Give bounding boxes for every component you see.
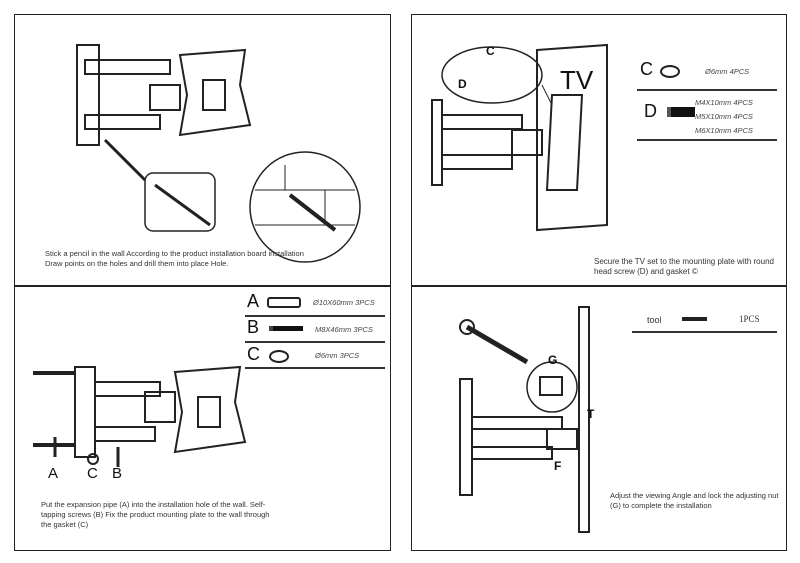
part-b-letter: B (247, 317, 260, 337)
washer-icon (269, 350, 289, 363)
part-a-letter: A (247, 291, 260, 311)
part-d-spec-3: M6X10mm 4PCS (695, 126, 753, 135)
part-d-letter: D (644, 101, 657, 121)
step1-panel: Stick a pencil in the wall According to … (14, 14, 391, 286)
divider (637, 139, 777, 141)
step4-instructions: Adjust the viewing Angle and lock the ad… (610, 491, 779, 510)
bottom-label-b: B (112, 465, 123, 482)
step4-panel: G T F tool 1PCS Adjust the viewing Angle… (411, 286, 787, 551)
wall-plate-illustration (33, 365, 247, 467)
callout-c: C (486, 44, 495, 58)
bottom-label-c: C (87, 465, 98, 482)
callout-d: D (458, 77, 467, 91)
anchor-icon (267, 297, 301, 308)
divider (245, 367, 385, 369)
divider (632, 331, 777, 333)
tv-label: TV (560, 65, 594, 95)
step3-panel: A C B A Ø10X60mm 3PCS B M8X46mm 3PCS C Ø… (14, 286, 391, 551)
divider (245, 341, 385, 343)
screw-icon (269, 326, 303, 331)
divider (245, 315, 385, 317)
part-d-spec-1: M4X10mm 4PCS (695, 98, 753, 107)
part-c-letter: C (640, 59, 653, 79)
part-a-spec: Ø10X60mm 3PCS (313, 298, 375, 307)
part-c-spec: Ø6mm 4PCS (705, 67, 750, 76)
divider (637, 89, 777, 91)
callout-f: F (554, 459, 562, 473)
step2-instructions: Secure the TV set to the mounting plate … (594, 257, 774, 276)
wall-marking-illustration (76, 44, 361, 263)
tool-quantity: 1PCS (739, 314, 760, 324)
step3-instructions: Put the expansion pipe (A) into the inst… (41, 500, 270, 529)
angle-adjust-illustration (459, 306, 707, 533)
callout-g: G (548, 353, 558, 367)
step2-panel: TV C D C Ø6mm 4PCS D M4X10mm 4PCS M5X10m… (411, 14, 787, 286)
part-d-spec-2: M5X10mm 4PCS (695, 112, 753, 121)
part-c-letter: C (247, 344, 260, 364)
part-c-spec: Ø6mm 3PCS (315, 351, 360, 360)
callout-t: T (587, 407, 595, 421)
screw-icon (667, 107, 695, 117)
step1-instructions: Stick a pencil in the wall According to … (45, 249, 304, 268)
bottom-label-a: A (48, 465, 59, 482)
tv-mounting-illustration (431, 43, 608, 232)
washer-icon (660, 65, 680, 78)
tool-label: tool (647, 315, 662, 325)
part-b-spec: M8X46mm 3PCS (315, 325, 373, 334)
